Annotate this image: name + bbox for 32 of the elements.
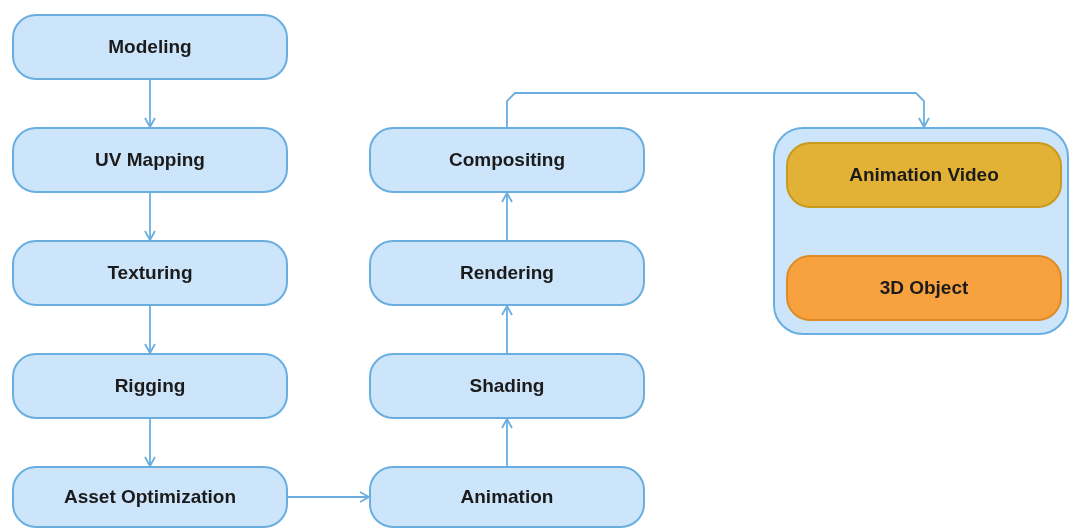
arrow (144, 192, 156, 241)
arrow (144, 305, 156, 354)
box-label: Shading (469, 375, 545, 397)
process-box (12, 240, 288, 306)
arrow (501, 305, 513, 354)
box-label: Compositing (448, 149, 566, 171)
process-box (786, 142, 1062, 208)
box-label: Texturing (107, 262, 193, 284)
group-container (773, 127, 1069, 335)
box-label: Animation (460, 486, 554, 508)
process-box (12, 127, 288, 193)
box-label: UV Mapping (95, 149, 205, 171)
arrow (144, 79, 156, 128)
box-label: Animation Video (849, 164, 999, 186)
arrow (144, 418, 156, 467)
process-box (369, 240, 645, 306)
arrow (287, 491, 370, 503)
box-label: Modeling (108, 36, 192, 58)
box-label: 3D Object (879, 277, 969, 299)
process-box (12, 466, 288, 528)
process-box (786, 255, 1062, 321)
process-box (369, 466, 645, 528)
box-label: Rigging (114, 375, 186, 397)
process-box (12, 353, 288, 419)
process-box (369, 353, 645, 419)
box-label: Asset Optimization (63, 486, 237, 508)
arrow (501, 192, 513, 241)
arrow (506, 92, 930, 128)
process-box (12, 14, 288, 80)
process-box (369, 127, 645, 193)
box-label: Rendering (460, 262, 554, 284)
arrow (501, 418, 513, 467)
